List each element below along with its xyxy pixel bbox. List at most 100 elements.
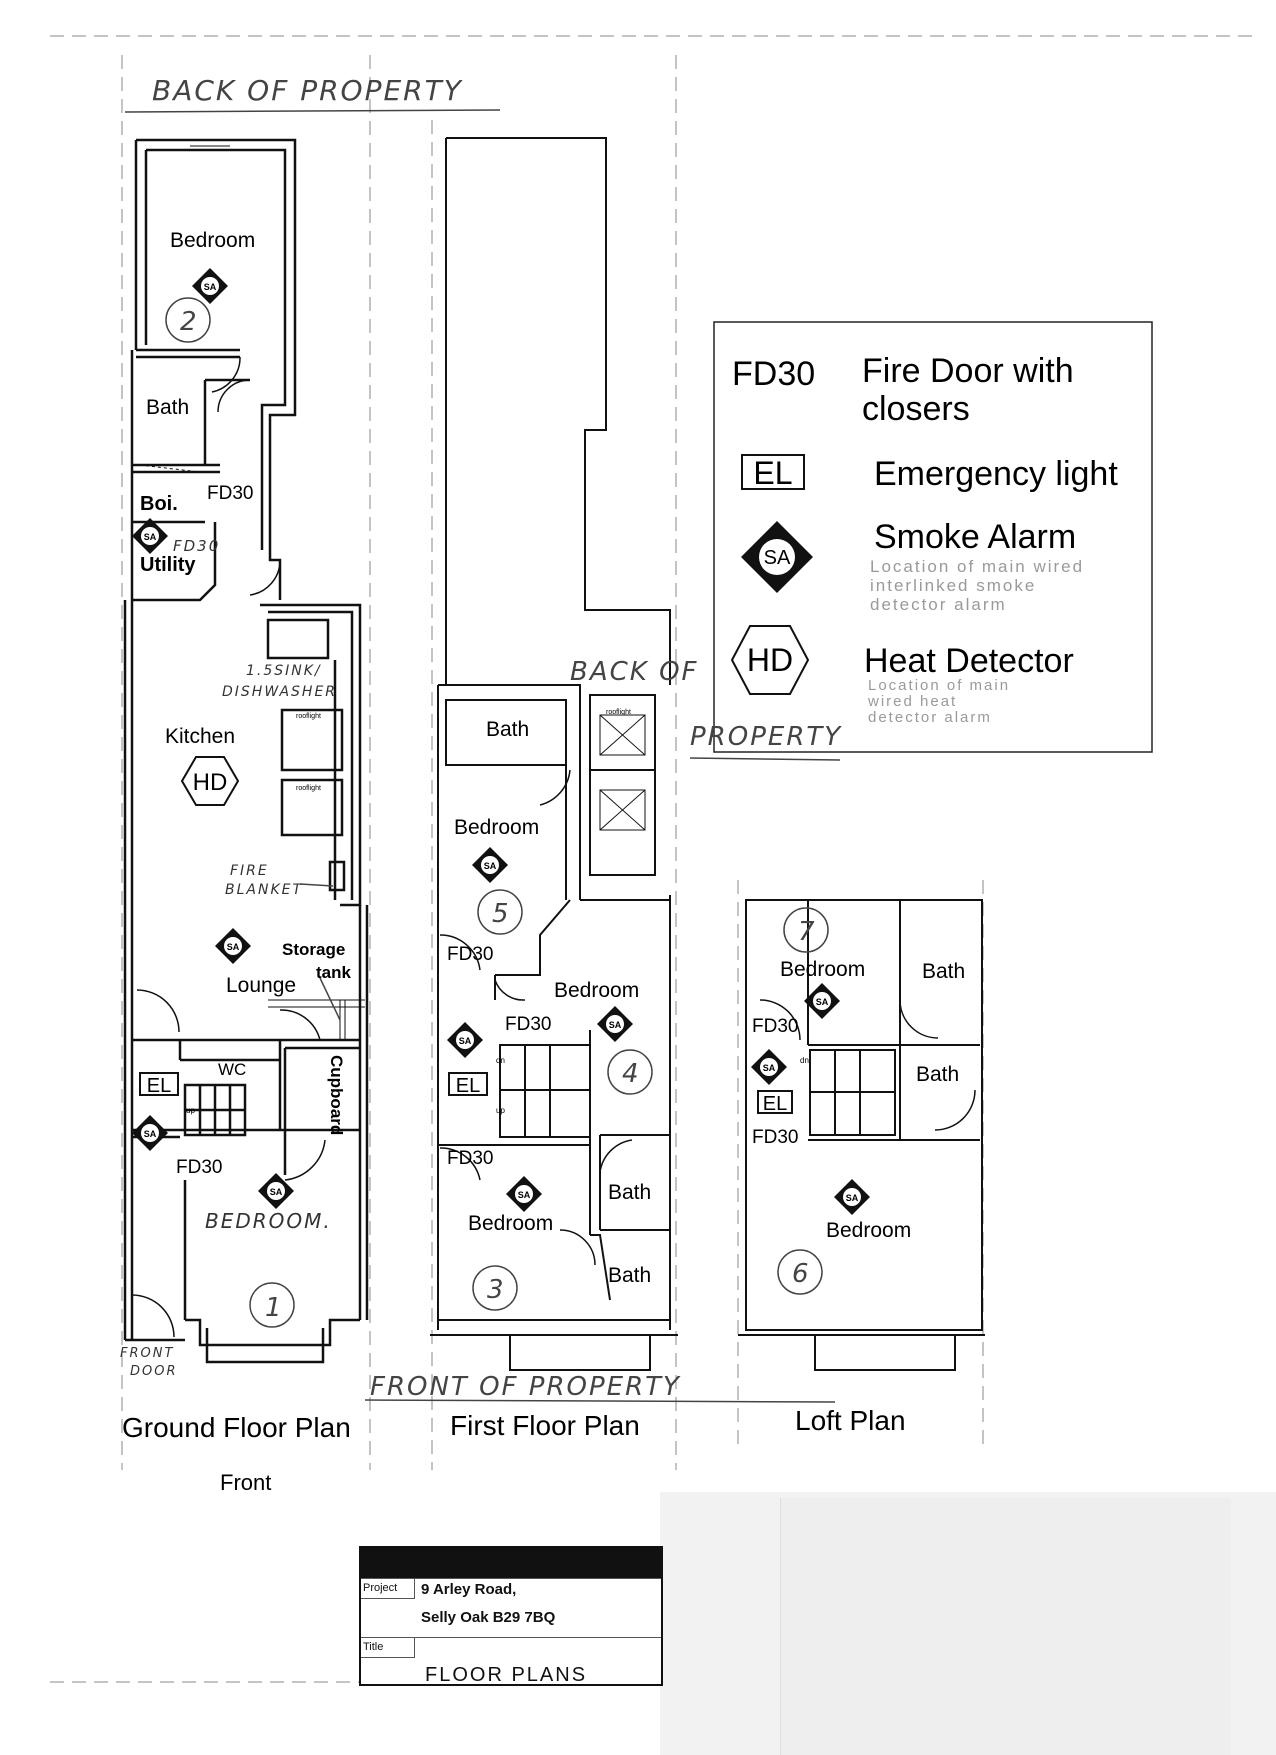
front-label: Front: [220, 1470, 271, 1495]
ground-floor-plan-title: Ground Floor Plan: [122, 1412, 351, 1443]
smoke-alarm-icon: SA: [192, 268, 228, 304]
front-door-note-2: DOOR: [130, 1364, 178, 1379]
legend-hd-desc: Heat Detector: [864, 642, 1074, 680]
svg-text:SA: SA: [764, 547, 791, 569]
first-stair-up: up: [496, 1106, 505, 1115]
ground-door-swings: [131, 356, 326, 1338]
loft-stair-dn: dn: [800, 1056, 809, 1065]
ground-room-lounge: Lounge: [226, 974, 296, 997]
loft-room-bedroom-7: Bedroom: [780, 958, 865, 981]
loft-fd30-bedroom-7: FD30: [752, 1016, 798, 1037]
ground-room-storage: Storage: [282, 940, 345, 959]
svg-text:SA: SA: [144, 1129, 157, 1139]
smoke-alarm-icon: SA: [597, 1006, 633, 1042]
legend-fd30-desc-1: Fire Door with: [862, 352, 1074, 390]
first-stair-dn: dn: [496, 1056, 505, 1065]
svg-text:EL: EL: [763, 1093, 787, 1115]
legend-hd-note-3: detector alarm: [868, 709, 992, 726]
loft-plan-title: Loft Plan: [795, 1405, 906, 1436]
loft-door-swings: [759, 999, 976, 1131]
loft-walls: [738, 899, 985, 1371]
fire-blanket-note-1: FIRE: [230, 863, 269, 879]
ground-room-cupboard: Cupboard: [327, 1055, 346, 1135]
svg-text:SA: SA: [270, 1187, 283, 1197]
sink-note-2: DISHWASHER: [222, 684, 337, 700]
svg-text:HD: HD: [193, 769, 228, 796]
loft-room-bath-top: Bath: [922, 960, 965, 983]
smoke-alarm-icon: SA: [834, 1179, 870, 1215]
project-line-2: Selly Oak B29 7BQ: [421, 1609, 556, 1626]
first-floor-walls: [430, 137, 678, 1371]
scan-paper-overlap: [780, 1498, 1231, 1755]
smoke-alarm-icon: SA: [215, 928, 251, 964]
legend-emergency-light-icon: EL: [741, 454, 805, 491]
loft-room-bath-mid: Bath: [916, 1063, 959, 1086]
emergency-light-icon: EL: [757, 1090, 793, 1115]
heat-detector-icon: HD: [181, 756, 239, 806]
front-door-note-1: FRONT: [120, 1346, 174, 1361]
room-number-7: 7: [798, 917, 817, 947]
svg-text:HD: HD: [747, 642, 793, 678]
title-block: Project 9 Arley Road, Selly Oak B29 7BQ …: [359, 1546, 663, 1686]
legend-el-desc: Emergency light: [874, 455, 1118, 493]
first-room-bath-top: Bath: [486, 718, 529, 741]
first-rooflight-crosses: [599, 714, 646, 831]
room-number-2: 2: [180, 307, 199, 337]
svg-text:EL: EL: [753, 455, 792, 491]
svg-text:SA: SA: [846, 1193, 859, 1203]
project-row: Project 9 Arley Road, Selly Oak B29 7BQ: [361, 1578, 661, 1637]
back-of-property-note-first-1: BACK OF: [570, 657, 699, 687]
first-room-bath-low: Bath: [608, 1264, 651, 1287]
first-room-bath-mid: Bath: [608, 1181, 651, 1204]
svg-text:SA: SA: [144, 532, 157, 542]
svg-text:EL: EL: [456, 1075, 480, 1097]
legend-sa-note-2: interlinked smoke: [870, 576, 1036, 595]
first-door-swings: [439, 769, 633, 1266]
fire-blanket-note-2: BLANKET: [225, 882, 303, 898]
pencil-underlines: [124, 109, 841, 1403]
drawing-title: FLOOR PLANS: [425, 1664, 588, 1686]
room-number-6: 6: [792, 1259, 811, 1289]
smoke-alarm-icon: SA: [132, 1115, 168, 1151]
ground-fd30-utility: FD30: [173, 537, 220, 555]
svg-text:SA: SA: [518, 1190, 531, 1200]
legend-smoke-alarm-icon: SA: [741, 521, 813, 593]
emergency-light-icon: EL: [139, 1072, 179, 1097]
room-number-3: 3: [487, 1275, 506, 1305]
front-of-property-note: FRONT OF PROPERTY: [370, 1372, 681, 1402]
first-rooflight: rooflight: [606, 709, 631, 716]
first-room-bedroom-3: Bedroom: [468, 1212, 553, 1235]
ground-rooflight-1: rooflight: [296, 713, 321, 720]
ground-room-boiler: Boi.: [140, 493, 178, 515]
loft-fd30-bedroom-6: FD30: [752, 1127, 798, 1148]
smoke-alarm-icon: SA: [804, 983, 840, 1019]
smoke-alarm-icon: SA: [472, 847, 508, 883]
legend-fd30-code: FD30: [732, 355, 815, 393]
first-room-bedroom-5: Bedroom: [454, 816, 539, 839]
smoke-alarm-icon: SA: [447, 1022, 483, 1058]
svg-text:SA: SA: [763, 1063, 776, 1073]
legend-box: [713, 321, 1153, 753]
legend-hd-note-2: wired heat: [867, 693, 957, 710]
legend-sa-desc: Smoke Alarm: [874, 518, 1076, 556]
project-label: Project: [361, 1579, 415, 1599]
title-label: Title: [361, 1638, 415, 1658]
first-floor-plan-title: First Floor Plan: [450, 1410, 640, 1441]
svg-text:SA: SA: [227, 942, 240, 952]
ground-stair-up: up: [186, 1106, 195, 1115]
ground-rooflight-2: rooflight: [296, 785, 321, 792]
legend-sa-note-1: Location of main wired: [870, 557, 1084, 576]
room-number-1: 1: [265, 1293, 284, 1323]
ground-room-bedroom: Bedroom: [170, 229, 255, 252]
first-room-bedroom-4: Bedroom: [554, 979, 639, 1002]
room-number-4: 4: [622, 1059, 641, 1089]
back-of-property-note: BACK OF PROPERTY: [152, 74, 463, 107]
ground-room-utility: Utility: [140, 554, 196, 576]
smoke-alarm-icon: SA: [506, 1176, 542, 1212]
sink-note-1: 1.5SINK/: [246, 663, 322, 679]
loft-room-bedroom-6: Bedroom: [826, 1219, 911, 1242]
room-number-5: 5: [492, 899, 511, 929]
first-fd30-bedroom-5: FD30: [447, 944, 493, 965]
